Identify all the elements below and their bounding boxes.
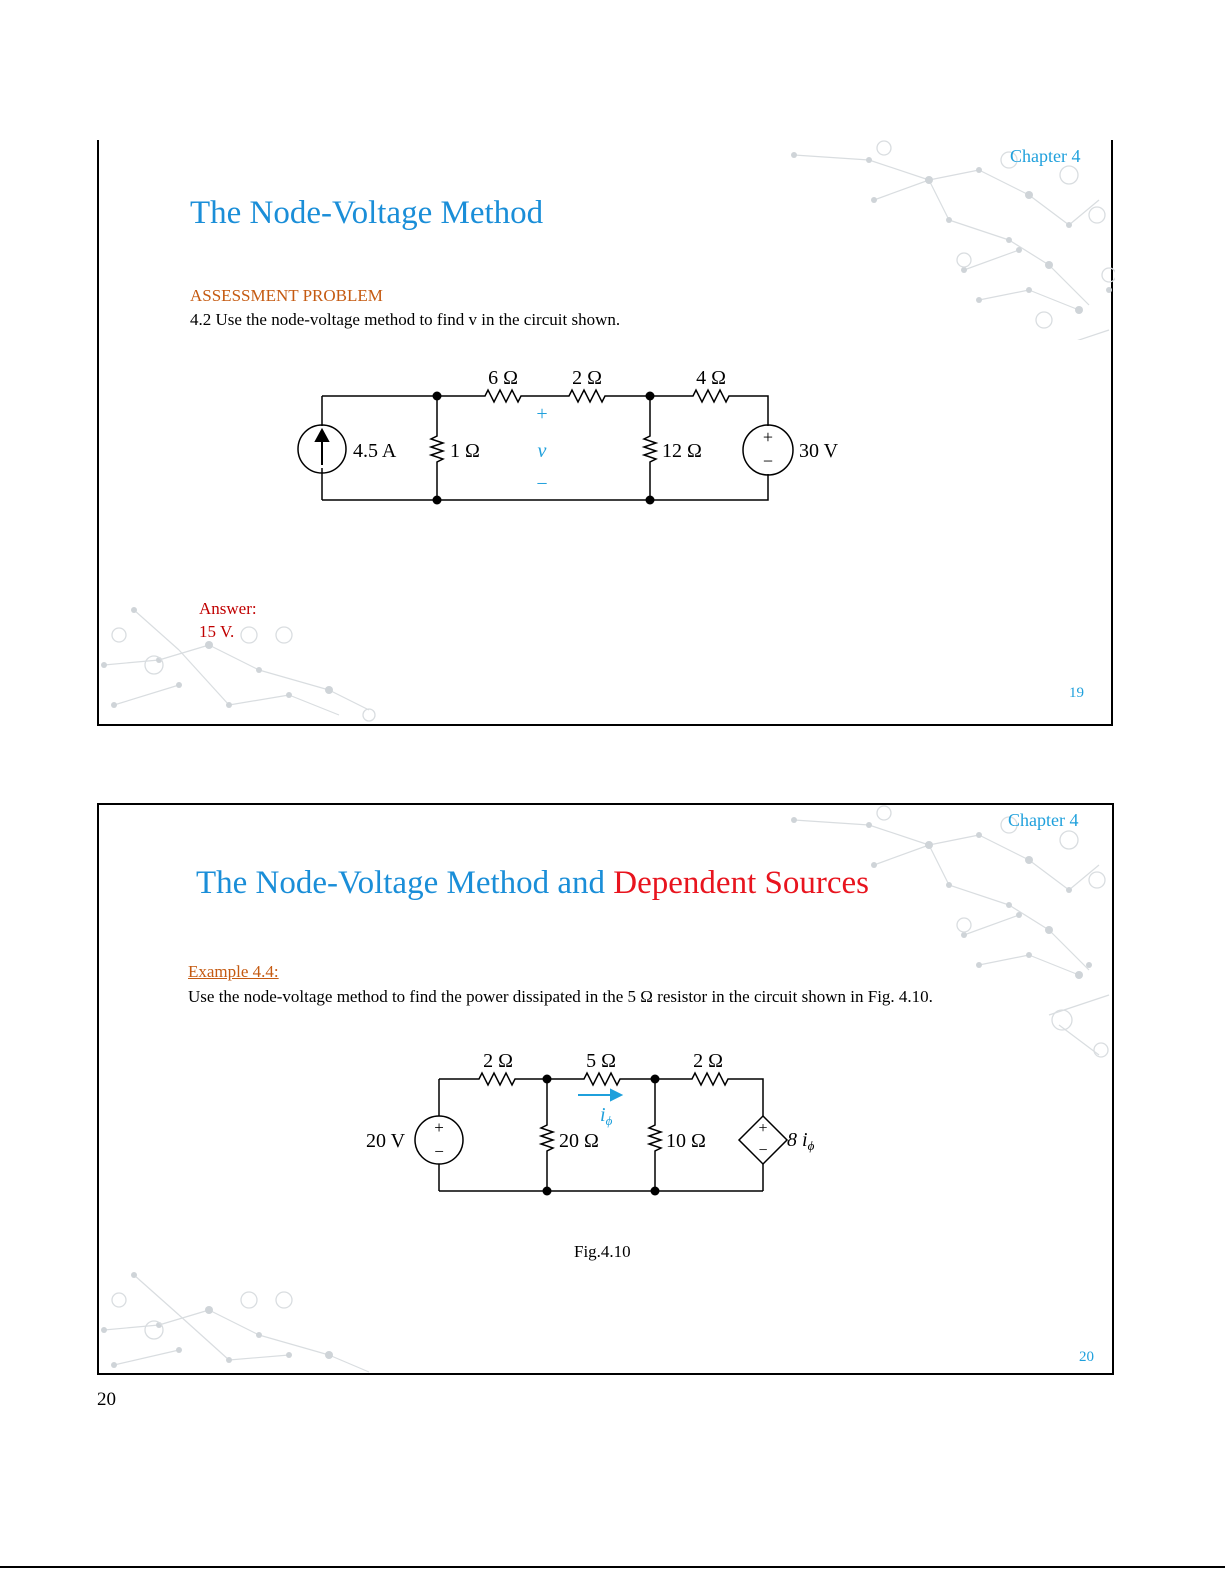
resistor-12-label: 12 Ω xyxy=(662,440,702,462)
resistor-1-label: 1 Ω xyxy=(450,440,480,462)
resistor-10-label: 10 Ω xyxy=(666,1130,706,1152)
network-decoration-icon xyxy=(791,805,1110,1058)
resistor-6-label: 6 Ω xyxy=(488,367,518,389)
slide-title-part2: Dependent Sources xyxy=(613,865,869,901)
svg-text:+: + xyxy=(434,1118,444,1137)
problem-text: 4.2 Use the node-voltage method to find … xyxy=(190,310,621,329)
resistor-5-label: 5 Ω xyxy=(586,1050,616,1072)
figure-caption: Fig.4.10 xyxy=(574,1242,631,1261)
network-decoration-icon xyxy=(101,1272,370,1373)
dependent-source-label: 8 iϕ xyxy=(787,1129,815,1153)
assessment-label: ASSESSMENT PROBLEM xyxy=(190,286,383,305)
chapter-label: Chapter 4 xyxy=(1010,146,1081,166)
answer-value: 15 V. xyxy=(199,622,235,641)
slide-20: Chapter 4 The Node-Voltage Method and De… xyxy=(97,803,1114,1375)
slide-title-part1: The Node-Voltage Method and xyxy=(196,865,606,901)
slide-number: 19 xyxy=(1069,685,1084,701)
voltage-plus: + xyxy=(536,403,547,425)
answer-label: Answer: xyxy=(199,599,257,618)
page-number: 20 xyxy=(97,1389,116,1410)
resistor-2-label: 2 Ω xyxy=(572,367,602,389)
network-decoration-icon xyxy=(791,140,1115,340)
resistor-4-label: 4 Ω xyxy=(696,367,726,389)
voltage-source-label: 30 V xyxy=(799,440,839,462)
circuit-diagram: + − + − 20 V 2 Ω 5 Ω 2 Ω 20 Ω 10 Ω iϕ 8 … xyxy=(366,1050,815,1196)
current-source-label: 4.5 A xyxy=(353,440,397,462)
voltage-v-label: v xyxy=(538,440,547,462)
slide-title: The Node-Voltage Method xyxy=(190,195,544,231)
svg-text:+: + xyxy=(758,1120,767,1137)
resistor-20-label: 20 Ω xyxy=(559,1130,599,1152)
svg-text:−: − xyxy=(434,1142,444,1161)
chapter-label: Chapter 4 xyxy=(1008,810,1079,830)
svg-text:−: − xyxy=(763,451,773,471)
resistor-2-left-label: 2 Ω xyxy=(483,1050,513,1072)
circuit-diagram: + − 4.5 A 1 Ω 6 Ω 2 Ω 12 Ω 4 Ω 30 V + v … xyxy=(297,367,839,505)
example-label: Example 4.4: xyxy=(188,962,279,981)
slide-title: The Node-Voltage Method and Dependent So… xyxy=(196,865,869,902)
slide-number: 20 xyxy=(1079,1349,1094,1365)
voltage-minus: − xyxy=(536,473,547,495)
slide-19: Chapter 4 The Node-Voltage Method ASSESS… xyxy=(97,140,1115,726)
bottom-divider xyxy=(0,1566,1225,1568)
current-label: iϕ xyxy=(600,1104,613,1128)
svg-text:−: − xyxy=(758,1142,767,1159)
svg-text:+: + xyxy=(763,427,773,447)
example-text: Use the node-voltage method to find the … xyxy=(188,987,933,1006)
voltage-source-label: 20 V xyxy=(366,1130,406,1152)
resistor-2-right-label: 2 Ω xyxy=(693,1050,723,1072)
